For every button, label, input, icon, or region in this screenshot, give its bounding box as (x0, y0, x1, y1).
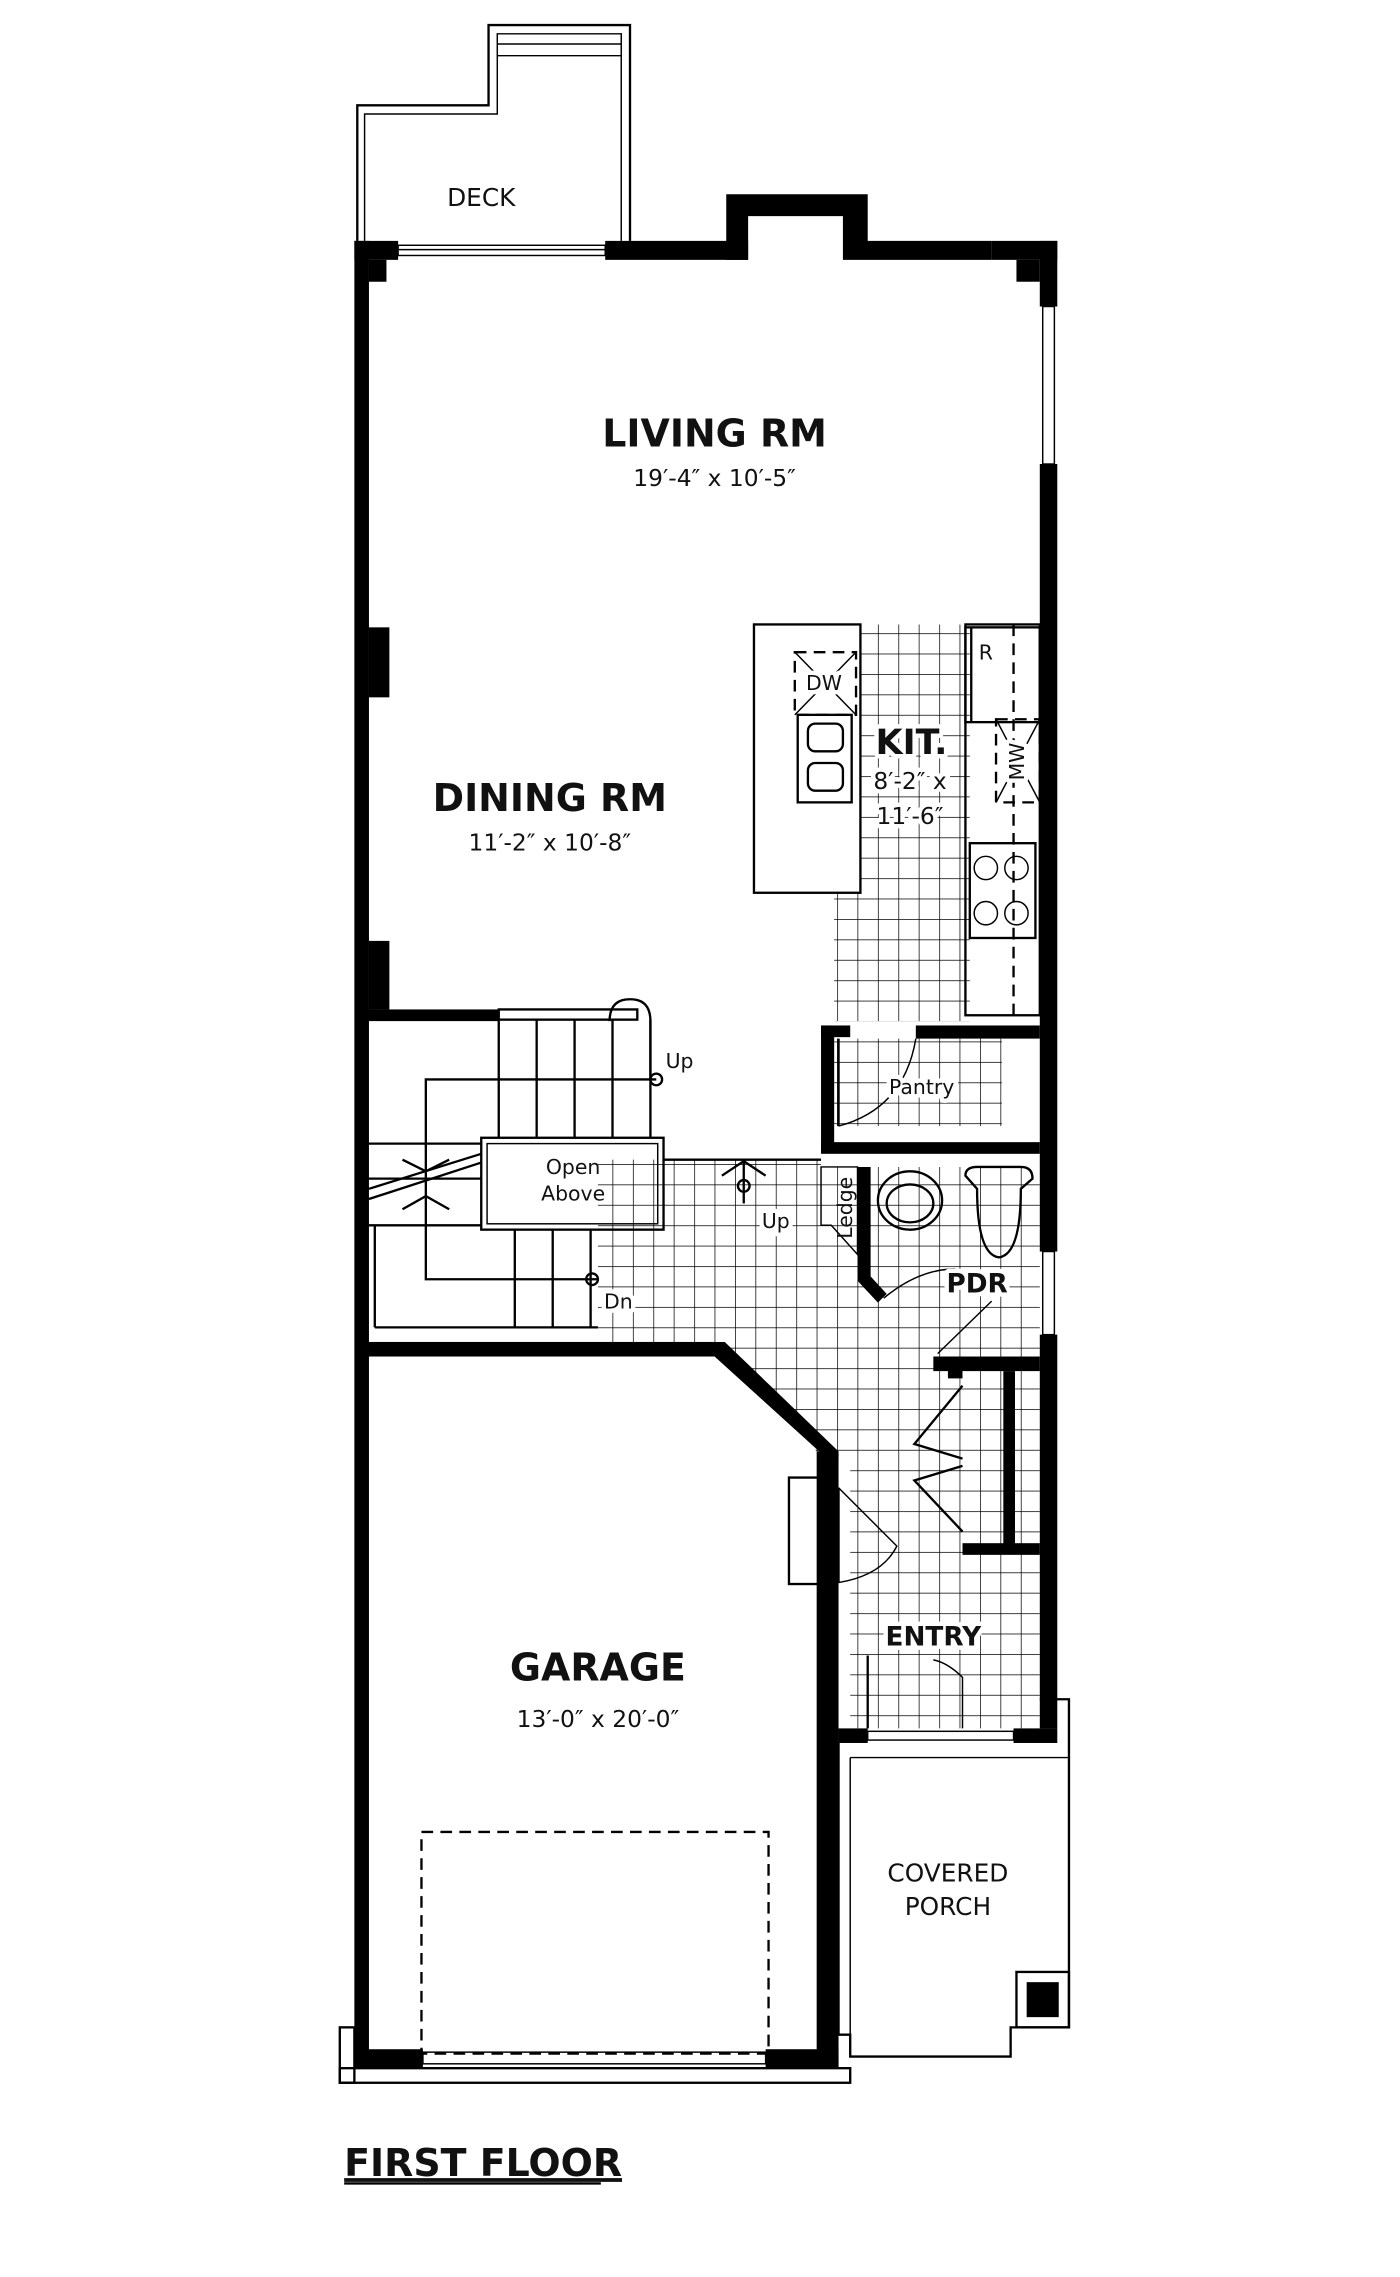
microwave-label: MW (1005, 743, 1029, 781)
powder-room: PDR (876, 1165, 1034, 1355)
dining-room-label: DINING RM (433, 776, 667, 820)
pantry-label: Pantry (889, 1075, 954, 1099)
stairs-up-label: Up (666, 1049, 694, 1073)
kitchen: DW KIT. 8′-2″ x 11′-6″ R MW (752, 623, 1041, 1017)
walls (354, 194, 1058, 2069)
covered-porch: COVERED PORCH (338, 1698, 1071, 2084)
kitchen-dims-2: 11′-6″ (877, 802, 944, 830)
open-above-label-1: Open (546, 1155, 601, 1179)
range-icon (968, 842, 1037, 940)
garage-dims: 13′-0″ x 20′-0″ (517, 1705, 680, 1733)
deck: DECK (356, 23, 632, 241)
kitchen-dims-1: 8′-2″ x (873, 767, 947, 795)
stairs-down-label: Dn (604, 1289, 633, 1313)
refrigerator: R (964, 626, 1041, 724)
garage-label: GARAGE (510, 1645, 686, 1689)
hall-stairs-up-label: Up (762, 1209, 790, 1233)
porch-label-2: PORCH (905, 1892, 991, 1921)
deck-label: DECK (447, 183, 516, 212)
living-room-label: LIVING RM (602, 412, 827, 456)
garage-door-outline (420, 1830, 770, 2055)
dishwasher-label: DW (806, 671, 842, 695)
closet-bifold-doors (912, 1384, 964, 1533)
porch-label-1: COVERED (887, 1859, 1008, 1888)
living-room-dims: 19′-4″ x 10′-5″ (633, 464, 796, 492)
sink-icon (796, 713, 853, 804)
ledge-label: Ledge (833, 1177, 857, 1239)
refrigerator-label: R (979, 640, 993, 664)
entry-label: ENTRY (886, 1622, 983, 1652)
open-above-label-2: Above (541, 1181, 605, 1205)
staircase: Open Above Up Up Dn (368, 998, 822, 1329)
kitchen-label: KIT. (875, 723, 947, 763)
pdr-label: PDR (946, 1269, 1007, 1299)
floor-title: FIRST FLOOR (344, 2141, 622, 2185)
windows (397, 244, 1056, 2065)
dining-room-dims: 11′-2″ x 10′-8″ (469, 828, 632, 856)
